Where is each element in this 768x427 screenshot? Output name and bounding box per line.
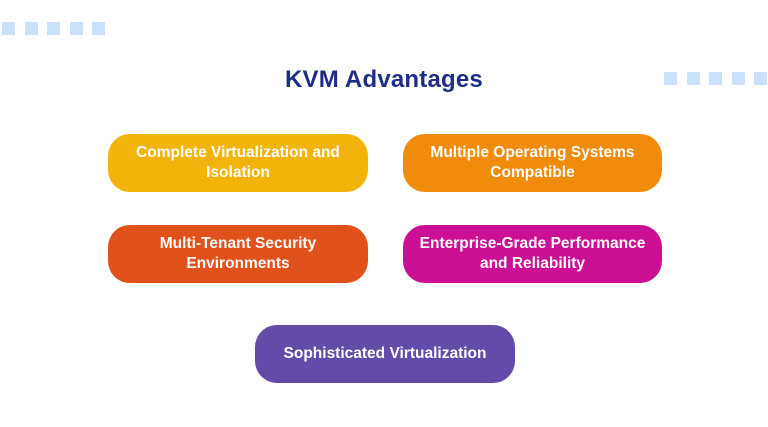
advantage-card-complete-virtualization-isolation: Complete Virtualization and Isolation — [108, 134, 368, 192]
decor-square-icon — [731, 72, 745, 85]
advantage-card-multiple-operating-systems: Multiple Operating Systems Compatible — [403, 134, 662, 192]
page-title: KVM Advantages — [285, 66, 483, 94]
decor-square-icon — [24, 22, 38, 35]
decor-squares-mid-right — [664, 72, 767, 85]
decor-square-icon — [754, 72, 767, 85]
decor-square-icon — [2, 22, 15, 35]
decor-square-icon — [664, 72, 677, 85]
decor-square-icon — [47, 22, 60, 35]
decor-squares-top-left — [2, 22, 105, 35]
decor-square-icon — [686, 72, 700, 85]
advantage-card-enterprise-grade-performance: Enterprise-Grade Performance and Reliabi… — [403, 225, 662, 283]
advantage-card-sophisticated-virtualization: Sophisticated Virtualization — [255, 325, 515, 383]
decor-square-icon — [69, 22, 83, 35]
decor-square-icon — [709, 72, 722, 85]
decor-square-icon — [92, 22, 105, 35]
advantage-card-multi-tenant-security: Multi-Tenant Security Environments — [108, 225, 368, 283]
